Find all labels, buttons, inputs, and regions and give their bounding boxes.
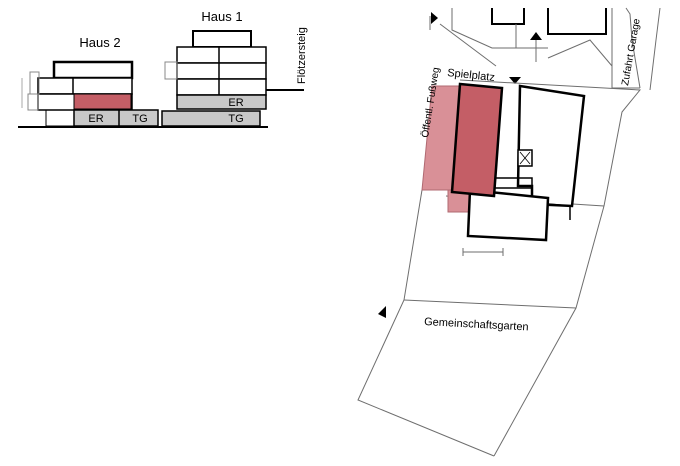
haus2-section: Haus 2 ER TG [21, 35, 159, 127]
haus2-er-label: ER [88, 113, 103, 125]
haus1-er-band [176, 94, 267, 110]
haus1-title: Haus 1 [201, 9, 242, 24]
stair-cross-b [519, 151, 531, 165]
haus1-tg-label: TG [228, 113, 243, 125]
building-section: Haus 2 ER TG Haus 1 [18, 9, 308, 128]
haus2-highlight-unit [73, 93, 132, 110]
haus1-tg-band [161, 110, 261, 127]
neighbour-context [429, 7, 661, 91]
arrow-down [509, 77, 521, 84]
terrace-edge [547, 203, 571, 207]
street-label: Flötzersteig [296, 27, 308, 84]
haus1-section: Haus 1 ER TG Flötzersteig [161, 9, 308, 127]
haus1-storey-1 [176, 78, 267, 96]
arrow-up [530, 32, 542, 40]
haus2-balcony-lower [27, 93, 39, 111]
haus2-tg-label: TG [132, 113, 147, 125]
garden-label: Gemeinschaftsgarten [424, 316, 529, 333]
haus2-title: Haus 2 [79, 35, 120, 50]
playground-label: Spielplatz [447, 67, 496, 84]
haus1-top-storey [192, 30, 252, 48]
highlighted-unit [450, 82, 504, 198]
haus2-basement-outline [45, 109, 75, 127]
connector-footprint [494, 177, 533, 189]
garage-access-label: Zufahrt Garage [620, 17, 643, 86]
arrow-left-top [431, 12, 438, 24]
haus2-footprint [466, 188, 550, 242]
haus1-storey-2 [176, 62, 267, 80]
haus1-balcony [164, 61, 178, 80]
haus1-er-label: ER [228, 97, 243, 109]
haus1-storey-3 [176, 46, 267, 64]
site-plan: Öffentl. Fußweg Spielplatz Zufahrt Garag… [357, 7, 661, 457]
haus2-roof-storey [52, 60, 134, 80]
arrow-garden [378, 306, 386, 318]
haus2-storey-2 [37, 77, 133, 95]
